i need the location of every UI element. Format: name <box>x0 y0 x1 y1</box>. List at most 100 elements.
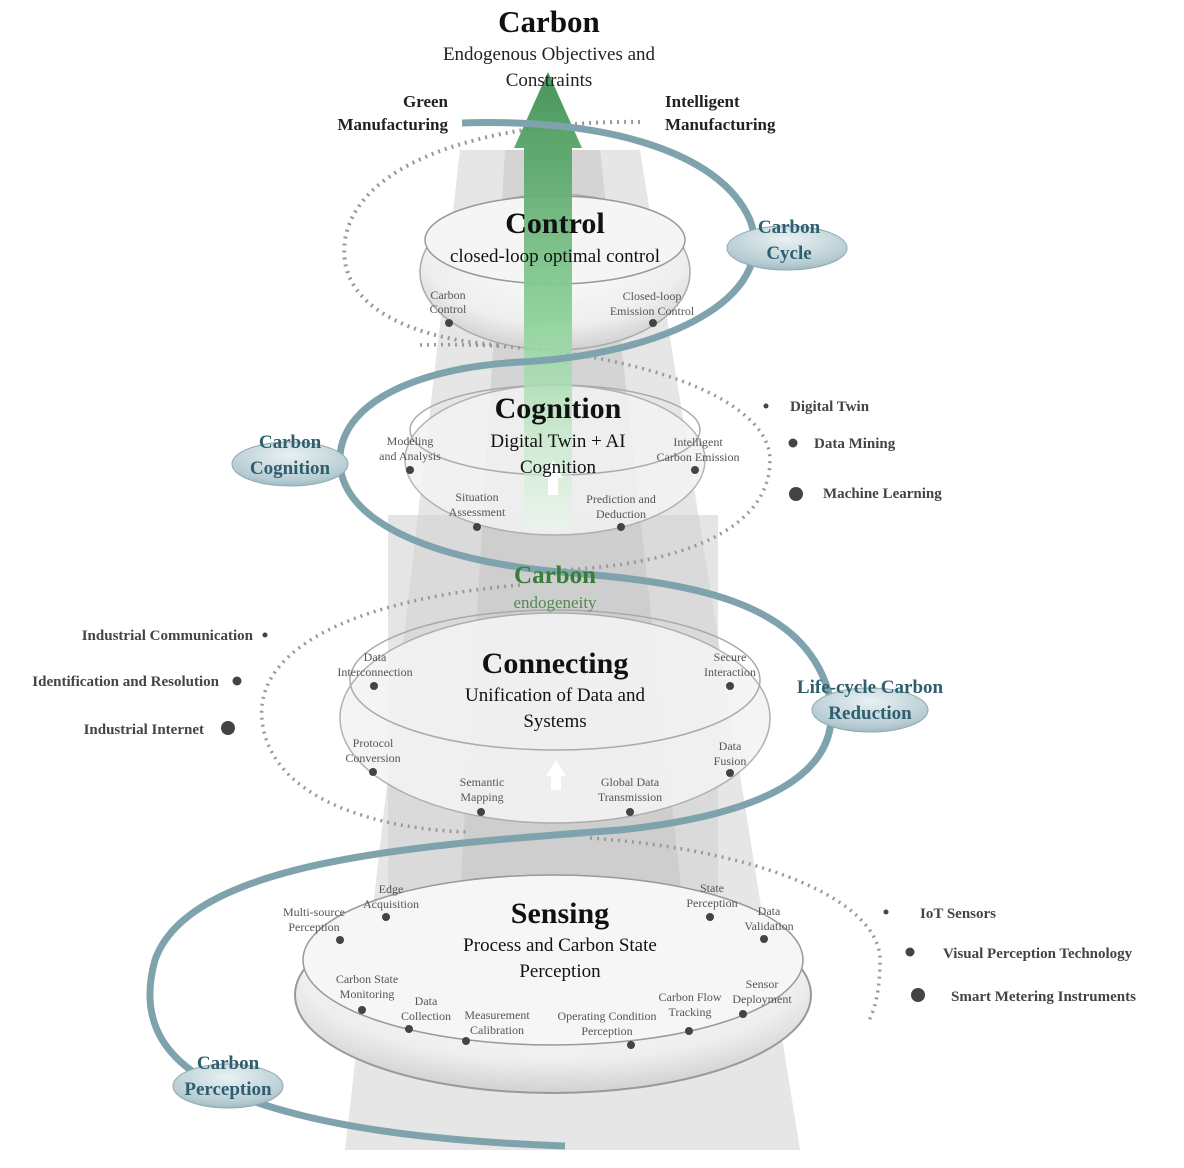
cognition-subtitle-line1: Digital Twin + AI <box>490 431 625 452</box>
connecting-orbit-dotted <box>259 583 521 834</box>
tech-visual-perception: Visual Perception Technology <box>943 946 1133 962</box>
sensing-orbit-dotted <box>589 836 882 1023</box>
cognition-node-situation: Situation Assessment <box>449 490 506 531</box>
tech-data-mining: Data Mining <box>814 436 896 452</box>
sensing-node-state-perception: State Perception <box>686 881 738 921</box>
svg-text:Multi-source: Multi-source <box>283 905 345 919</box>
svg-text:Validation: Validation <box>744 919 793 933</box>
connecting-subtitle-line2: Systems <box>523 711 586 732</box>
intelligent-manufacturing-line2: Manufacturing <box>665 115 776 134</box>
svg-text:Carbon Emission: Carbon Emission <box>657 450 740 464</box>
control-title: Control <box>505 207 604 240</box>
connecting-layer <box>339 609 771 824</box>
cognition-subtitle-line2: Cognition <box>520 457 597 478</box>
connecting-tech-list: Industrial Communication Identification … <box>32 628 268 738</box>
middle-subtitle: endogeneity <box>513 593 597 612</box>
svg-text:Modeling: Modeling <box>387 434 434 448</box>
connecting-subtitle-line1: Unification of Data and <box>465 685 645 706</box>
svg-text:Interconnection: Interconnection <box>337 665 412 679</box>
sensing-subtitle-line2: Perception <box>519 961 601 982</box>
green-manufacturing-line1: Green <box>403 92 449 111</box>
svg-text:Carbon: Carbon <box>758 217 821 238</box>
connecting-node-data-interconnection: Data Interconnection <box>337 650 413 690</box>
svg-text:Measurement: Measurement <box>464 1008 530 1022</box>
sensing-node-data-collection: Data Collection <box>401 994 451 1033</box>
svg-text:Tracking: Tracking <box>669 1005 712 1019</box>
header-subtitle-line2: Constraints <box>506 70 593 91</box>
tech-digital-twin: Digital Twin <box>790 399 870 415</box>
tech-industrial-internet: Industrial Internet <box>84 722 204 738</box>
sensing-node-carbon-flow: Carbon Flow Tracking <box>659 990 722 1035</box>
green-manufacturing-line2: Manufacturing <box>338 115 449 134</box>
svg-text:Intelligent: Intelligent <box>673 435 723 449</box>
sensing-node-carbon-state: Carbon State Monitoring <box>336 972 398 1014</box>
svg-text:Acquisition: Acquisition <box>363 897 419 911</box>
svg-text:Protocol: Protocol <box>353 736 394 750</box>
tech-smart-metering: Smart Metering Instruments <box>951 989 1136 1005</box>
sensing-subtitle-line1: Process and Carbon State <box>463 935 657 956</box>
svg-text:Calibration: Calibration <box>470 1023 524 1037</box>
sensing-node-sensor-deployment: Sensor Deployment <box>732 977 792 1018</box>
svg-text:Edge: Edge <box>379 882 404 896</box>
svg-text:Mapping: Mapping <box>460 790 503 804</box>
svg-text:Monitoring: Monitoring <box>340 987 395 1001</box>
center-beam <box>450 150 700 1060</box>
pill-carbon-perception: Carbon Perception <box>172 1053 284 1109</box>
sensing-node-validation: Data Validation <box>744 904 794 943</box>
svg-text:Cognition: Cognition <box>250 458 331 479</box>
svg-text:Data: Data <box>719 739 742 753</box>
svg-text:Assessment: Assessment <box>449 505 506 519</box>
cognition-title: Cognition <box>495 392 622 425</box>
cognition-tech-list: Digital Twin Data Mining Machine Learnin… <box>763 399 942 502</box>
tech-machine-learning: Machine Learning <box>823 486 942 502</box>
intelligent-manufacturing-line1: Intelligent <box>665 92 740 111</box>
carbon-spiral <box>146 119 835 1150</box>
sensing-title: Sensing <box>511 897 609 930</box>
svg-text:Carbon: Carbon <box>259 432 322 453</box>
svg-text:Interaction: Interaction <box>704 665 756 679</box>
cognition-node-modeling: Modeling and Analysis <box>379 434 441 474</box>
central-up-arrow <box>514 72 582 530</box>
control-subtitle: closed-loop optimal control <box>450 246 660 267</box>
svg-text:Perception: Perception <box>184 1079 272 1100</box>
svg-text:Prediction and: Prediction and <box>586 492 656 506</box>
svg-text:Carbon: Carbon <box>197 1053 260 1074</box>
svg-text:Emission Control: Emission Control <box>610 304 695 318</box>
svg-text:Data: Data <box>415 994 438 1008</box>
svg-text:Carbon Flow: Carbon Flow <box>659 990 722 1004</box>
svg-text:Data: Data <box>758 904 781 918</box>
control-node-carbon-control: Carbon Control <box>430 288 467 327</box>
svg-text:Semantic: Semantic <box>460 775 505 789</box>
cognition-node-prediction: Prediction and Deduction <box>586 492 656 531</box>
connecting-title: Connecting <box>482 647 629 680</box>
tech-identification-resolution: Identification and Resolution <box>32 674 219 690</box>
connecting-node-secure: Secure Interaction <box>704 650 756 690</box>
svg-text:Fusion: Fusion <box>714 754 747 768</box>
svg-text:Operating Condition: Operating Condition <box>558 1009 657 1023</box>
svg-text:Data: Data <box>364 650 387 664</box>
svg-text:Global Data: Global Data <box>601 775 660 789</box>
connecting-node-protocol: Protocol Conversion <box>345 736 401 776</box>
tech-iot-sensors: IoT Sensors <box>920 906 996 922</box>
connecting-node-global: Global Data Transmission <box>598 775 662 816</box>
pill-carbon-cycle: Carbon Cycle <box>726 217 848 271</box>
sensing-node-operating-condition: Operating Condition Perception <box>558 1009 657 1049</box>
middle-title: Carbon <box>514 562 596 589</box>
svg-text:Life-cycle Carbon: Life-cycle Carbon <box>797 677 944 698</box>
sensing-layer <box>294 874 812 1094</box>
connecting-node-data-fusion: Data Fusion <box>714 739 747 777</box>
svg-text:Deployment: Deployment <box>732 992 792 1006</box>
svg-text:Closed-loop: Closed-loop <box>623 289 682 303</box>
header-title: Carbon <box>498 4 600 39</box>
svg-text:Deduction: Deduction <box>596 507 646 521</box>
sensing-node-edge: Edge Acquisition <box>363 882 419 921</box>
svg-text:Collection: Collection <box>401 1009 451 1023</box>
svg-text:Perception: Perception <box>288 920 339 934</box>
svg-text:Situation: Situation <box>455 490 498 504</box>
svg-text:Perception: Perception <box>581 1024 632 1038</box>
svg-text:State: State <box>700 881 724 895</box>
pill-lifecycle-reduction: Life-cycle Carbon Reduction <box>797 677 944 733</box>
svg-text:Transmission: Transmission <box>598 790 662 804</box>
svg-text:Carbon: Carbon <box>430 288 465 302</box>
